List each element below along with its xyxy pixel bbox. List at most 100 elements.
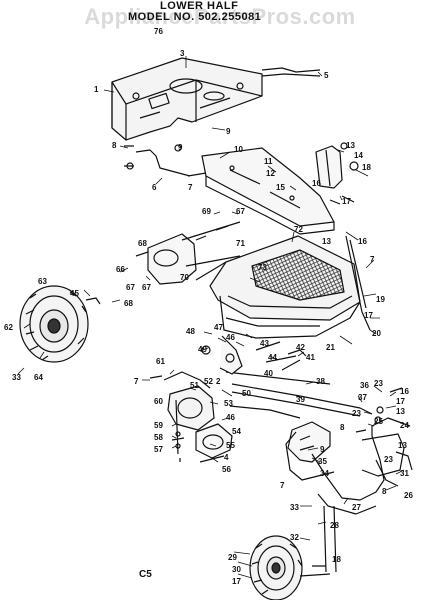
callout-19: 19: [376, 295, 385, 304]
callout-27: 27: [352, 503, 361, 512]
callout-44: 44: [268, 353, 277, 362]
callout-52: 52: [204, 377, 213, 386]
callout-42: 42: [296, 343, 305, 352]
callout-17d: 17: [232, 577, 241, 586]
callout-8b: 8: [340, 423, 345, 432]
callout-39: 39: [296, 395, 305, 404]
callout-49: 49: [198, 345, 207, 354]
callout-56: 56: [222, 465, 231, 474]
front-axle-steering: [285, 387, 413, 577]
callout-9b: 9: [178, 143, 183, 152]
callout-9: 9: [226, 127, 231, 136]
callout-9c: 9: [320, 445, 325, 454]
callout-labels: 76 3 1 5 9 8 9 6 7 10 11 12 15 13 14 18 …: [4, 27, 413, 586]
callout-29: 29: [228, 553, 237, 562]
callout-68: 68: [138, 239, 147, 248]
callout-20: 20: [372, 329, 381, 338]
callout-38: 38: [316, 377, 325, 386]
callout-16c: 16: [400, 387, 409, 396]
callout-71: 71: [236, 239, 245, 248]
callout-17c: 17: [396, 397, 405, 406]
callout-33: 33: [12, 373, 21, 382]
callout-14: 14: [354, 151, 363, 160]
callout-69: 69: [202, 207, 211, 216]
callout-61: 61: [156, 357, 165, 366]
rear-frame-bracket: [201, 147, 335, 235]
callout-15: 15: [276, 183, 285, 192]
callout-64: 64: [34, 373, 43, 382]
rear-wheel-left: [19, 285, 101, 363]
lift-lever: [261, 67, 321, 73]
callout-53: 53: [224, 399, 233, 408]
callout-7: 7: [188, 183, 193, 192]
callout-63: 63: [38, 277, 47, 286]
callout-25: 25: [374, 417, 383, 426]
callout-13d: 13: [398, 441, 407, 450]
callout-62: 62: [4, 323, 13, 332]
callout-67b: 67: [126, 283, 135, 292]
callout-5: 5: [324, 71, 329, 80]
callout-17b: 17: [364, 311, 373, 320]
callout-18: 18: [362, 163, 371, 172]
brake-clutch-assembly: [201, 335, 307, 375]
callout-23b: 23: [352, 409, 361, 418]
callout-58: 58: [154, 433, 163, 442]
callout-23: 23: [374, 379, 383, 388]
callout-70: 70: [180, 273, 189, 282]
callout-7b: 7: [370, 255, 375, 264]
callout-45: 45: [70, 289, 79, 298]
callout-47: 47: [214, 323, 223, 332]
callout-66: 66: [116, 265, 125, 274]
callout-76: 76: [154, 27, 163, 36]
callout-17: 17: [342, 197, 351, 206]
callout-68b: 68: [124, 299, 133, 308]
callout-13b: 13: [322, 237, 331, 246]
callout-40: 40: [264, 369, 273, 378]
callout-7c: 7: [134, 377, 139, 386]
callout-33b: 33: [290, 503, 299, 512]
callout-13: 13: [346, 141, 355, 150]
steering-rod: [345, 235, 371, 331]
callout-32: 32: [290, 533, 299, 542]
callout-48: 48: [186, 327, 195, 336]
callout-46b: 46: [226, 413, 235, 422]
steering-support-bracket: [315, 142, 359, 205]
callout-67c: 67: [142, 283, 151, 292]
callout-8: 8: [112, 141, 117, 150]
callout-37: 37: [358, 393, 367, 402]
callout-8c: 8: [382, 487, 387, 496]
callout-4: 4: [224, 453, 229, 462]
watermark: AppliancePartsPros.com: [84, 4, 356, 29]
callout-34: 34: [320, 469, 329, 478]
callout-41: 41: [306, 353, 315, 362]
callout-21: 21: [326, 343, 335, 352]
callout-50: 50: [242, 389, 251, 398]
page-code: C5: [139, 569, 152, 580]
callout-11: 11: [264, 157, 273, 166]
callout-46: 46: [226, 333, 235, 342]
model-number: MODEL NO. 502.255081: [128, 11, 262, 23]
callout-leader-lines: [17, 56, 405, 579]
callout-2: 2: [216, 377, 221, 386]
callout-72: 72: [294, 225, 303, 234]
callout-7d: 7: [280, 481, 285, 490]
callout-3: 3: [180, 49, 185, 58]
callout-36: 36: [360, 381, 369, 390]
callout-23c: 23: [384, 455, 393, 464]
callout-43: 43: [260, 339, 269, 348]
callout-54: 54: [232, 427, 241, 436]
callout-51: 51: [190, 381, 199, 390]
drive-belt-assembly: [135, 221, 241, 285]
chassis-frame: [111, 57, 263, 141]
callout-57: 57: [154, 445, 163, 454]
callout-10: 10: [234, 145, 243, 154]
callout-28: 28: [330, 521, 339, 530]
callout-67: 67: [236, 207, 245, 216]
callout-55: 55: [226, 441, 235, 450]
callout-6: 6: [152, 183, 157, 192]
callout-16: 16: [312, 179, 321, 188]
callout-26: 26: [404, 491, 413, 500]
pivot-rod: [135, 149, 191, 177]
